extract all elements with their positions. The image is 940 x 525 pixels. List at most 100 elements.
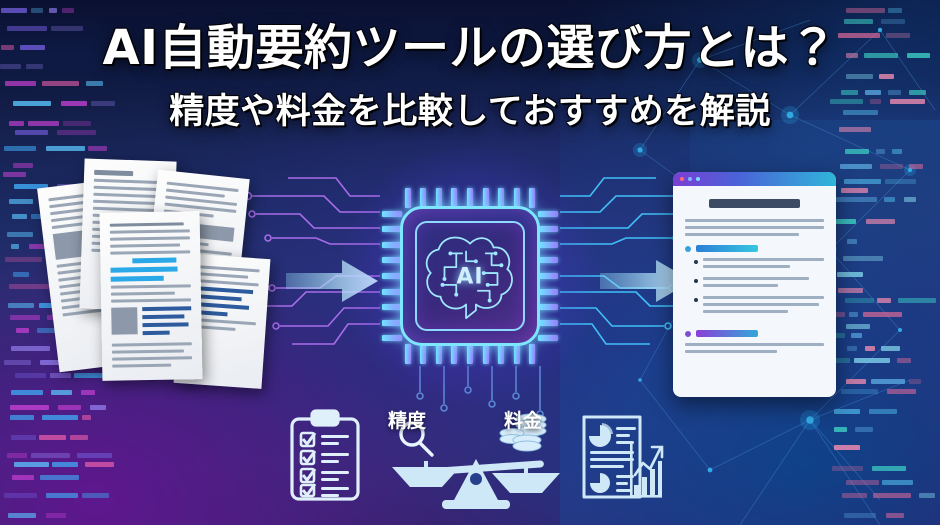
chip-pin (538, 226, 558, 232)
chip-body: AI (400, 206, 540, 346)
window-content (673, 186, 836, 367)
accuracy-label: 精度 (388, 406, 426, 433)
list-item (685, 277, 824, 291)
code-block (866, 219, 895, 224)
chip-pin (467, 344, 473, 364)
maximize-icon (696, 177, 700, 181)
code-block (846, 8, 885, 13)
chip-pin (538, 304, 558, 310)
price-label: 料金 (504, 406, 542, 433)
code-block (12, 214, 27, 219)
summary-section-heading (685, 330, 824, 337)
code-block (5, 257, 42, 262)
chip-pin (538, 242, 558, 248)
chip-pin (451, 344, 457, 364)
chip-pin (382, 320, 402, 326)
headline-block: AI自動要約ツールの選び方とは？ 精度や料金を比較しておすすめを解説 (0, 22, 940, 134)
code-block (845, 149, 869, 154)
close-icon (680, 177, 684, 181)
chip-inner: AI (415, 221, 525, 331)
clipboard-checklist-icon (288, 409, 362, 503)
code-block (843, 256, 883, 261)
summary-section-heading (685, 245, 824, 252)
code-block (871, 379, 905, 384)
report-chart-icon (578, 411, 664, 503)
summary-title-bar (709, 199, 801, 208)
code-block (31, 8, 42, 13)
code-block (880, 164, 903, 169)
page-subtitle: 精度や料金を比較しておすすめを解説 (0, 83, 940, 134)
code-block (7, 232, 33, 237)
code-block (863, 312, 902, 317)
code-block (904, 197, 916, 202)
code-block (885, 179, 917, 184)
code-block (846, 379, 866, 384)
list-item (685, 258, 824, 272)
code-block (865, 346, 876, 351)
chip-pin (436, 188, 442, 208)
code-block (49, 8, 58, 13)
ai-chip: AI (382, 188, 558, 364)
code-block (88, 146, 106, 151)
code-block (9, 199, 33, 204)
code-block (3, 172, 27, 177)
code-block (897, 358, 911, 363)
document-stack-icon (48, 160, 318, 410)
code-block (845, 298, 874, 303)
code-block (13, 272, 29, 277)
window-titlebar (673, 172, 836, 186)
chip-pin (483, 344, 489, 364)
code-block (854, 358, 890, 363)
chip-pin (436, 344, 442, 364)
chip-pin (538, 289, 558, 295)
list-item (685, 296, 824, 317)
code-block (841, 188, 868, 193)
code-block (847, 239, 858, 244)
chip-pin (382, 242, 402, 248)
chip-pin (382, 226, 402, 232)
code-block (838, 288, 863, 293)
code-block (847, 346, 857, 351)
chip-pin (420, 344, 426, 364)
code-block (11, 244, 20, 249)
code-block (46, 146, 86, 151)
code-block (11, 346, 51, 351)
chip-pin (538, 257, 558, 263)
chip-label: AI (417, 265, 523, 290)
minimize-icon (688, 177, 692, 181)
code-block (909, 379, 921, 384)
code-block (62, 8, 74, 13)
code-block (13, 163, 33, 168)
code-block (4, 360, 30, 365)
code-block (909, 164, 923, 169)
chip-pin (382, 273, 402, 279)
code-block (16, 328, 29, 333)
page-title: AI自動要約ツールの選び方とは？ (0, 22, 940, 76)
code-block (837, 272, 863, 277)
chip-pin (538, 320, 558, 326)
code-block (836, 197, 878, 202)
code-block (10, 315, 40, 320)
chip-pin (420, 188, 426, 208)
code-block (881, 346, 901, 351)
chip-pin (514, 344, 520, 364)
chip-pin (467, 188, 473, 208)
chip-pin (405, 188, 411, 208)
chip-pin (451, 188, 457, 208)
chip-pin (514, 188, 520, 208)
code-block (8, 303, 34, 308)
chip-pin (538, 335, 558, 341)
chip-pin (382, 335, 402, 341)
chip-pin (483, 188, 489, 208)
code-block (1, 8, 27, 13)
chip-pin (498, 344, 504, 364)
code-block (851, 333, 863, 338)
summary-window-icon (673, 172, 836, 397)
chip-pin (382, 211, 402, 217)
chip-pin (529, 344, 535, 364)
code-block (840, 164, 872, 169)
chip-pin (382, 257, 402, 263)
code-block (4, 146, 37, 151)
code-block (892, 149, 902, 154)
chip-pin (498, 188, 504, 208)
